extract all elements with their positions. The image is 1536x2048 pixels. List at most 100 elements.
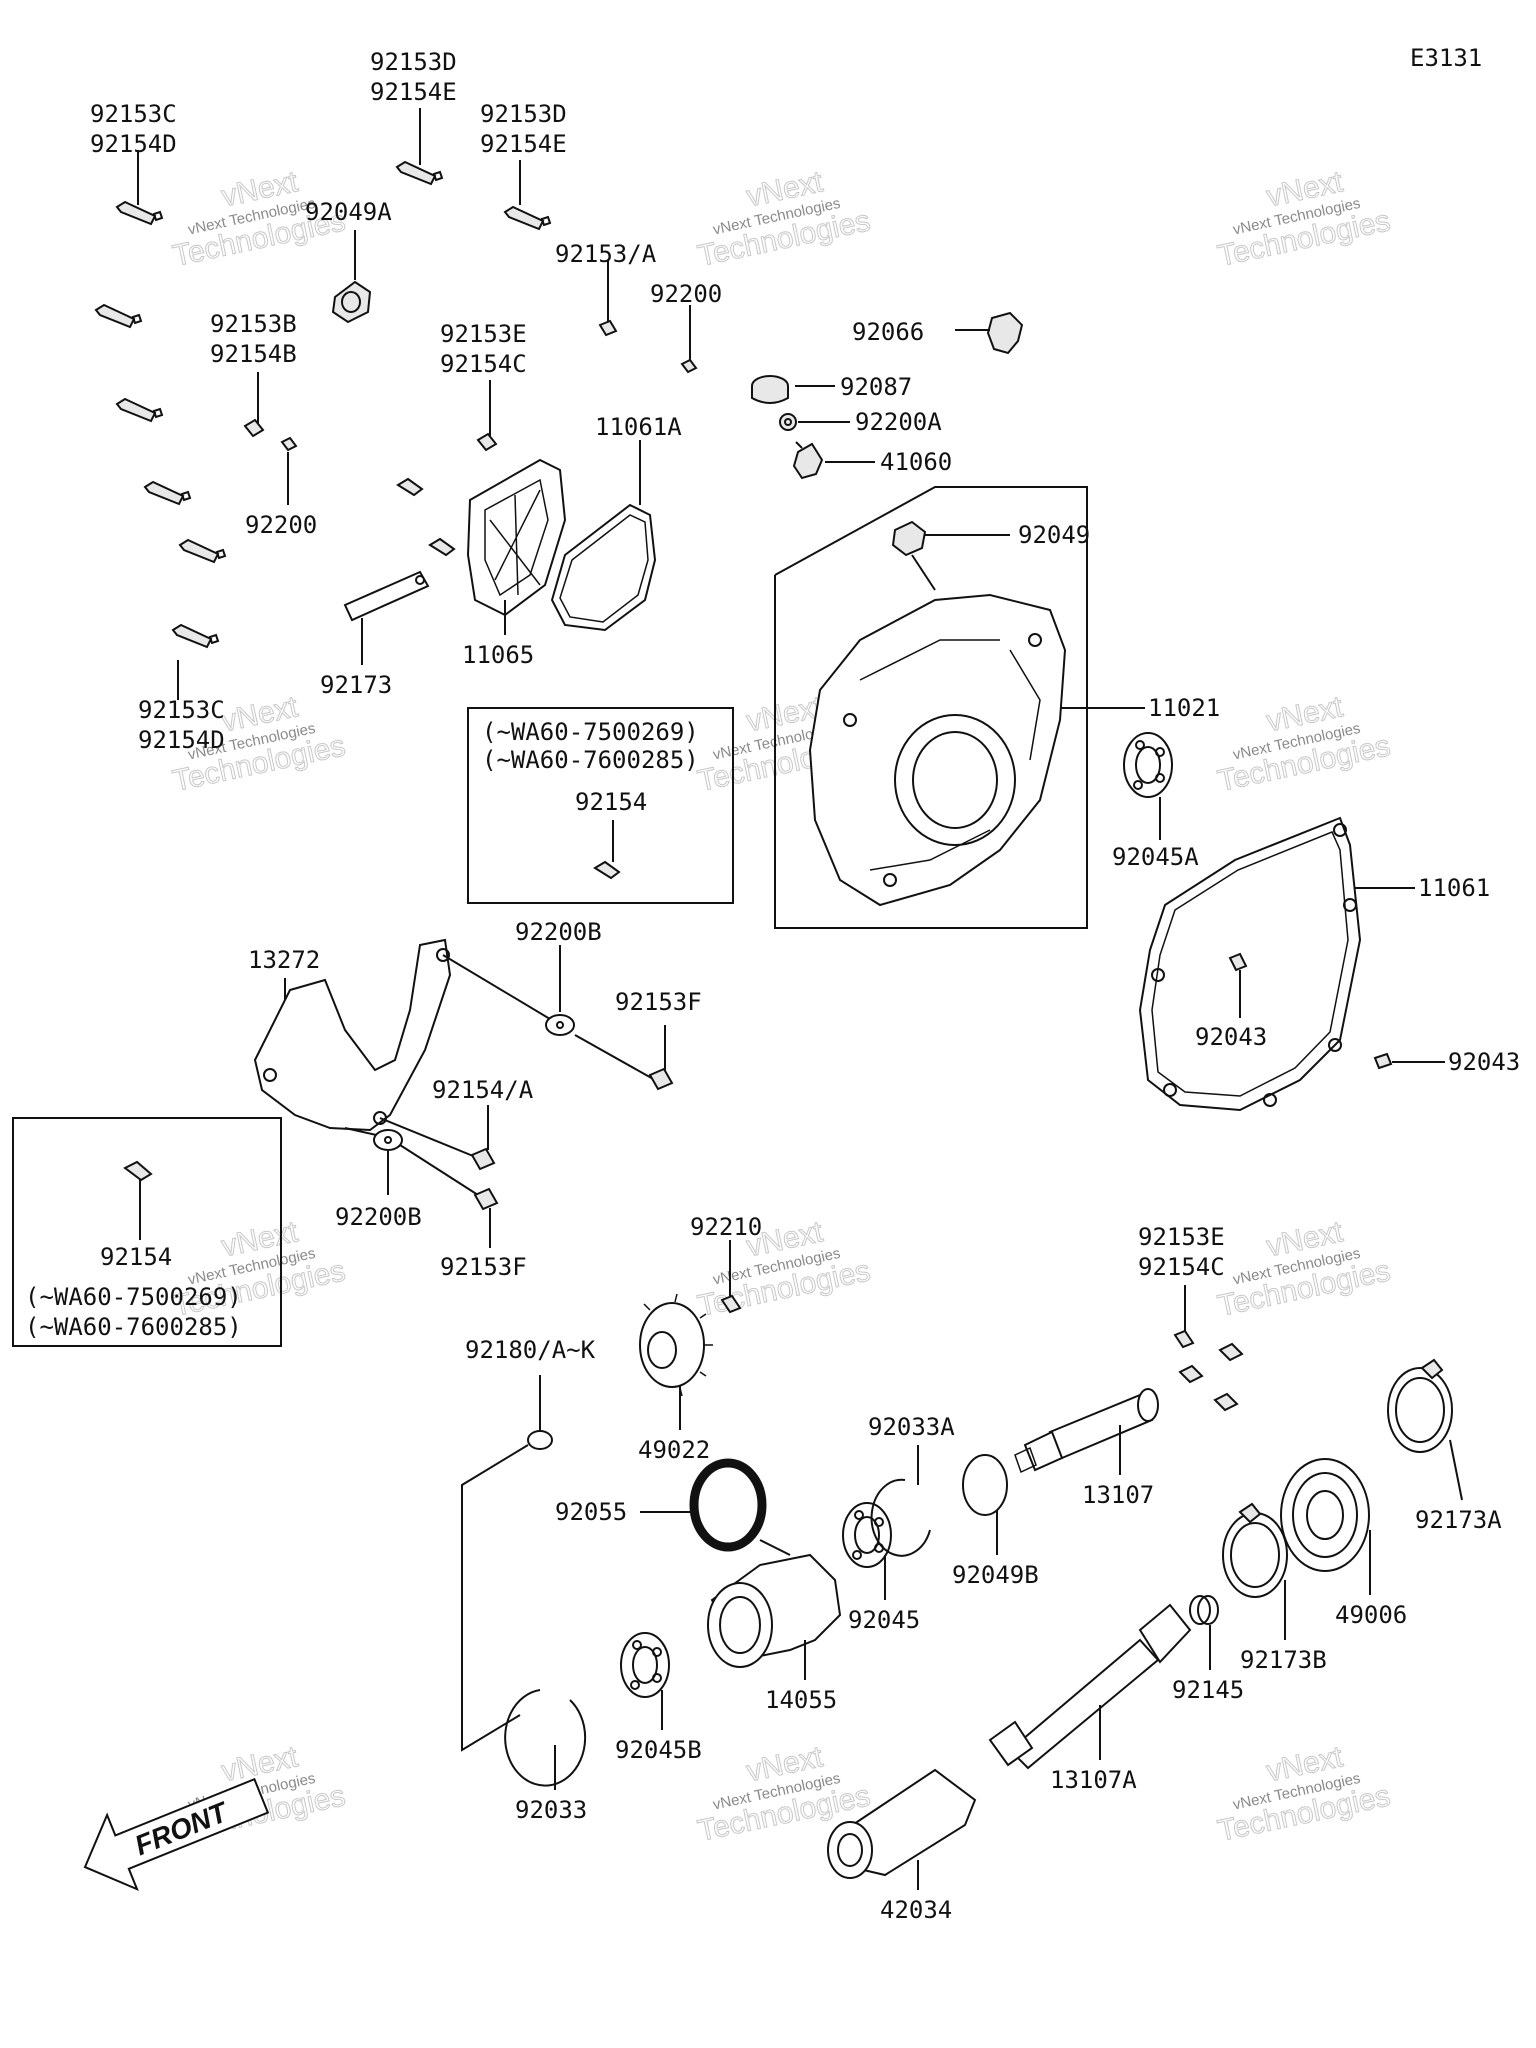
label-92153D: 92153D bbox=[480, 100, 567, 128]
nut-92049 bbox=[891, 520, 1010, 591]
label-92200: 92200 bbox=[245, 511, 317, 539]
plate-92173 bbox=[343, 570, 430, 665]
bolt-part bbox=[503, 205, 552, 231]
label-41060: 41060 bbox=[880, 448, 952, 476]
serial-range-2: (~WA60-7600285) bbox=[482, 746, 699, 774]
label-92055: 92055 bbox=[555, 1498, 627, 1526]
label-92200B: 92200B bbox=[515, 918, 602, 946]
label-92153C: 92153C bbox=[138, 696, 225, 724]
label-92045: 92045 bbox=[848, 1606, 920, 1634]
cover-11065 bbox=[466, 458, 567, 635]
label-92045A: 92045A bbox=[1112, 843, 1199, 871]
label-92154B: 92154B bbox=[210, 340, 297, 368]
label-92066: 92066 bbox=[852, 318, 924, 346]
label-92153F: 92153F bbox=[440, 1253, 527, 1281]
bolt-part bbox=[115, 397, 164, 423]
bolt-part bbox=[143, 480, 192, 506]
label-92154E: 92154E bbox=[480, 130, 567, 158]
label-92154D: 92154D bbox=[138, 726, 225, 754]
label-92154E: 92154E bbox=[370, 78, 457, 106]
label-92200A: 92200A bbox=[855, 408, 942, 436]
label-92154C: 92154C bbox=[1138, 1253, 1225, 1281]
label-92173A: 92173A bbox=[1415, 1506, 1502, 1534]
label-92180: 92180/A~K bbox=[465, 1336, 596, 1364]
gasket-11061A bbox=[550, 440, 657, 632]
universal-joint-42034 bbox=[827, 1768, 977, 1890]
bolt-92153A bbox=[598, 260, 618, 337]
watermark: vNext vNext Technologies Technologies bbox=[1215, 1740, 1394, 1849]
watermark: vNext vNext Technologies Technologies bbox=[1215, 165, 1394, 274]
label-92153F: 92153F bbox=[615, 988, 702, 1016]
small-bolts-left bbox=[94, 108, 552, 700]
label-92045B: 92045B bbox=[615, 1736, 702, 1764]
diagram-code: E3131 bbox=[1410, 44, 1482, 72]
label-92043: 92043 bbox=[1195, 1023, 1267, 1051]
shaft-13107 bbox=[1014, 1388, 1159, 1475]
label-92153A: 92153/A bbox=[555, 240, 657, 268]
watermark: vNext vNext Technologies Technologies bbox=[1215, 1215, 1394, 1324]
bearing-92045B bbox=[620, 1632, 670, 1730]
label-92049B: 92049B bbox=[952, 1561, 1039, 1589]
label-92173: 92173 bbox=[320, 671, 392, 699]
circlip-92033 bbox=[504, 1689, 587, 1790]
front-label: FRONT bbox=[130, 1795, 234, 1861]
label-92033A: 92033A bbox=[868, 1413, 955, 1441]
serial-range-1: (~WA60-7500269) bbox=[482, 718, 699, 746]
bolt-part bbox=[171, 623, 220, 649]
label-11021: 11021 bbox=[1148, 694, 1220, 722]
serial-box-1 bbox=[467, 707, 734, 904]
label-13107A: 13107A bbox=[1050, 1766, 1137, 1794]
label-92210: 92210 bbox=[690, 1213, 762, 1241]
nut-92049A bbox=[331, 230, 372, 324]
washer-92200-mid bbox=[280, 436, 298, 505]
label-13107: 13107 bbox=[1082, 1481, 1154, 1509]
bolt-part bbox=[178, 538, 227, 564]
label-92049: 92049 bbox=[1018, 521, 1090, 549]
bolt-part bbox=[115, 200, 164, 226]
washer-92200B bbox=[442, 945, 575, 1036]
label-92153B: 92153B bbox=[210, 310, 297, 338]
watermark: vNext vNext Technologies Technologies bbox=[695, 165, 874, 274]
label-92154: 92154 bbox=[100, 1243, 172, 1271]
label-92154D: 92154D bbox=[90, 130, 177, 158]
washer-92200 bbox=[680, 305, 698, 374]
shim-92180 bbox=[461, 1375, 553, 1752]
bearing-92045A bbox=[1123, 732, 1173, 840]
pin-92043 bbox=[1228, 952, 1248, 1018]
clamp-92173A bbox=[1387, 1358, 1463, 1501]
label-11061: 11061 bbox=[1418, 874, 1490, 902]
washer-92200A bbox=[779, 413, 850, 431]
label-92154C: 92154C bbox=[440, 350, 527, 378]
bolt-part bbox=[94, 303, 143, 329]
label-92087: 92087 bbox=[840, 373, 912, 401]
serial-box-2 bbox=[12, 1117, 282, 1347]
label-49022: 49022 bbox=[638, 1436, 710, 1464]
label-92145: 92145 bbox=[1172, 1676, 1244, 1704]
serial-range-2: (~WA60-7600285) bbox=[25, 1313, 242, 1341]
bolt-92210 bbox=[720, 1240, 742, 1314]
label-92200: 92200 bbox=[650, 280, 722, 308]
label-92200B: 92200B bbox=[335, 1203, 422, 1231]
circlip-92033A bbox=[870, 1445, 931, 1557]
serial-range-1: (~WA60-7500269) bbox=[25, 1283, 242, 1311]
label-49006: 49006 bbox=[1335, 1601, 1407, 1629]
bolt-part bbox=[396, 477, 424, 497]
bearing-92045 bbox=[842, 1502, 892, 1600]
bolt-92154A bbox=[379, 1105, 496, 1171]
label-11065: 11065 bbox=[462, 641, 534, 669]
driveshaft-13107A bbox=[988, 1603, 1192, 1770]
bolt-part bbox=[428, 537, 456, 557]
label-92153D: 92153D bbox=[370, 48, 457, 76]
bolt-part bbox=[395, 160, 444, 186]
label-11061A: 11061A bbox=[595, 413, 682, 441]
bolt-92153E bbox=[476, 380, 498, 452]
label-92153C: 92153C bbox=[90, 100, 177, 128]
housing-14055 bbox=[707, 1539, 842, 1680]
clamp-92173B bbox=[1222, 1502, 1288, 1640]
gasket-11061 bbox=[1138, 816, 1415, 1112]
bracket-13272 bbox=[253, 938, 452, 1132]
label-13272: 13272 bbox=[248, 946, 320, 974]
bolts-92153E-lower bbox=[1173, 1285, 1244, 1412]
plug-92087 bbox=[751, 375, 835, 404]
